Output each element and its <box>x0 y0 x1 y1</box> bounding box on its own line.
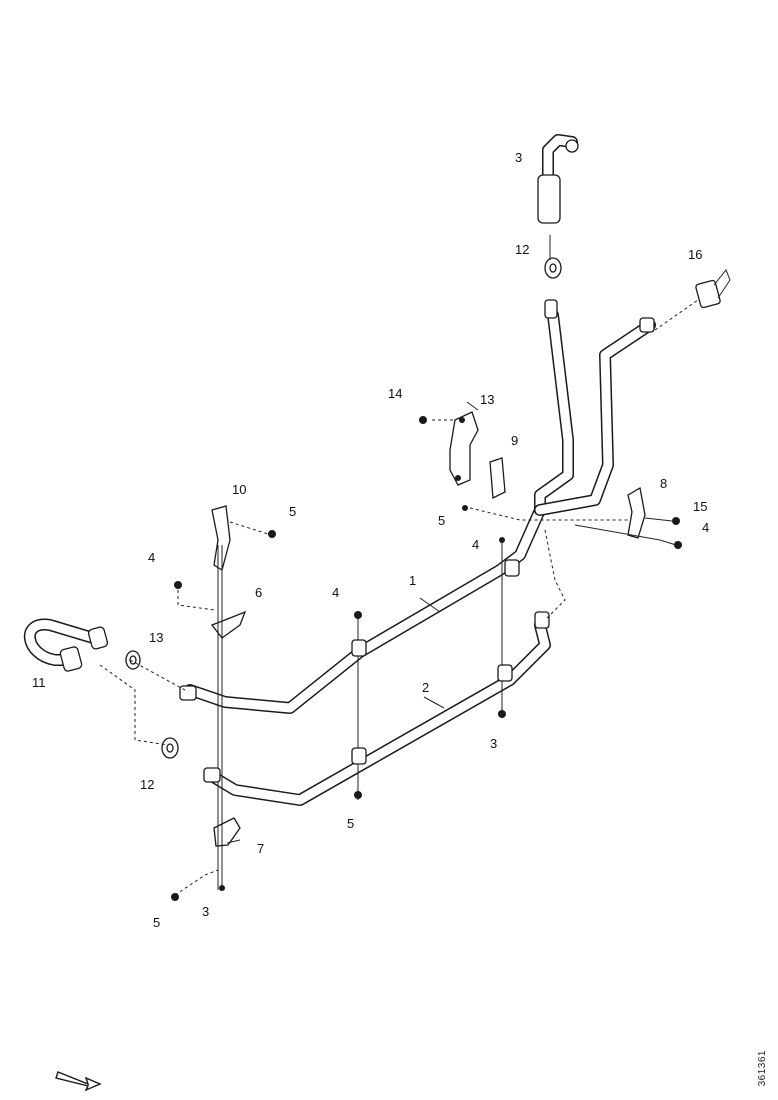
callout-10: 10 <box>232 482 246 497</box>
bracket-8 <box>627 486 682 549</box>
grommet-13-left <box>125 650 141 670</box>
callout-3-right: 3 <box>490 736 497 751</box>
bracket-13 <box>449 411 479 486</box>
clip-7 <box>213 817 241 847</box>
drawing-id: 361361 <box>757 1049 768 1086</box>
callout-16: 16 <box>688 247 702 262</box>
bracket-9 <box>489 457 506 500</box>
grommet-12-top <box>544 257 562 279</box>
callout-12-left: 12 <box>140 777 154 792</box>
callout-14: 14 <box>388 386 402 401</box>
bolt-14 <box>419 416 427 424</box>
callout-6: 6 <box>255 585 262 600</box>
leader-lines <box>99 299 699 896</box>
callout-3-top: 3 <box>515 150 522 165</box>
pipe-clamps <box>179 299 655 783</box>
callout-8: 8 <box>660 476 667 491</box>
callout-13-left: 13 <box>149 630 163 645</box>
top-hose-3 <box>537 134 579 224</box>
callout-15: 15 <box>693 499 707 514</box>
callout-2: 2 <box>422 680 429 695</box>
callout-5-low: 5 <box>347 816 354 831</box>
pipe-branch-right <box>534 319 656 516</box>
fasteners <box>171 505 506 901</box>
callout-11: 11 <box>32 675 46 690</box>
callout-7: 7 <box>257 841 264 856</box>
callout-1: 1 <box>409 573 416 588</box>
callout-4-left: 4 <box>148 550 155 565</box>
callout-4-center: 4 <box>472 537 479 552</box>
callout-4-mid: 4 <box>332 585 339 600</box>
arrow-icon <box>55 1071 102 1092</box>
callout-9: 9 <box>511 433 518 448</box>
pipe-loop-11 <box>24 618 109 672</box>
callout-5-bottom: 5 <box>153 915 160 930</box>
callout-12-top: 12 <box>515 242 529 257</box>
pipe-2 <box>204 619 551 806</box>
callout-5-upper: 5 <box>289 504 296 519</box>
callout-3-bottom: 3 <box>202 904 209 919</box>
pipe-1 <box>184 309 574 714</box>
callout-5-mid: 5 <box>438 513 445 528</box>
callout-4-right: 4 <box>702 520 709 535</box>
grommet-12-lower <box>161 737 179 759</box>
callout-labels: 1 2 3 3 3 4 4 4 4 5 5 5 5 6 7 8 9 10 11 … <box>32 150 709 930</box>
callout-13-top: 13 <box>480 392 494 407</box>
clamp-16 <box>695 269 731 309</box>
clip-6 <box>210 610 247 639</box>
